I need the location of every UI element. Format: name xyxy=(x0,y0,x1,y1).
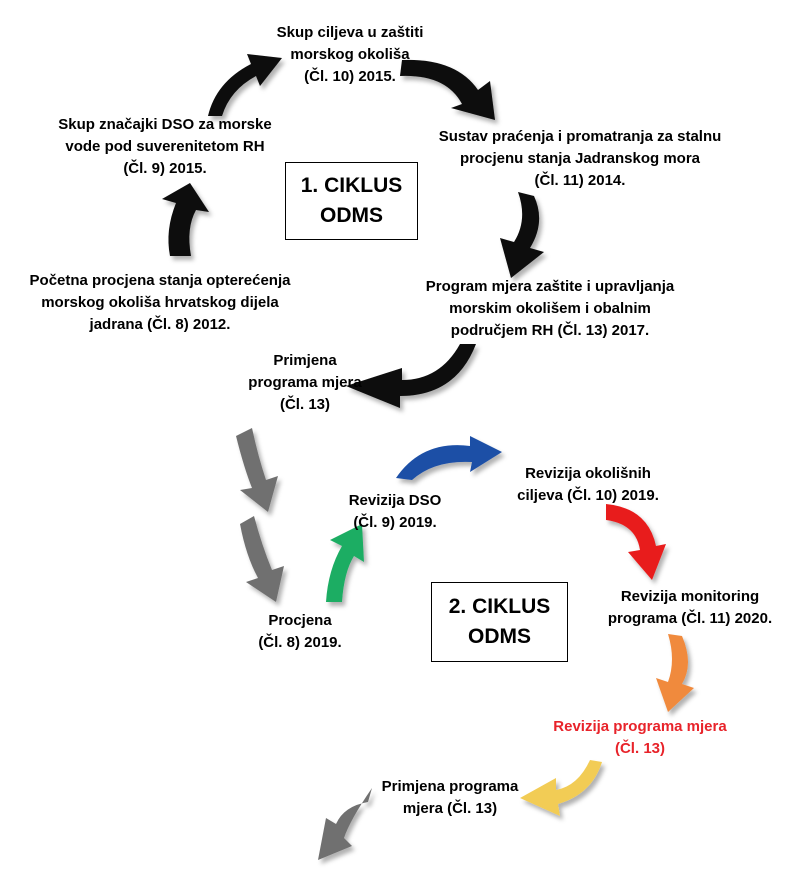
node-measures-2017: Program mjera zaštite i upravljanja mors… xyxy=(395,276,705,342)
cycle-1-subtitle: ODMS xyxy=(320,204,383,227)
node-line: područjem RH (Čl. 13) 2017. xyxy=(450,322,650,339)
node-gdes-2015: Skup značajki DSO za morske vode pod suv… xyxy=(40,114,290,180)
node-line: (Čl. 8) 2019. xyxy=(258,634,342,651)
cycle-1-title: 1. CIKLUS xyxy=(300,174,403,197)
arrow-targets-to-monitoring xyxy=(400,59,495,120)
cycle-2-title: 2. CIKLUS xyxy=(448,595,551,618)
node-line: (Čl. 13) xyxy=(279,396,330,413)
arrow-measures-to-apply xyxy=(346,344,476,408)
node-line: Revizija programa mjera xyxy=(553,718,727,735)
arrow-apply2-continue xyxy=(318,788,372,860)
node-line: Procjena xyxy=(268,612,332,629)
node-targets-2015: Skup ciljeva u zaštiti morskog okoliša (… xyxy=(250,22,450,88)
node-line: Sustav praćenja i promatranja za stalnu xyxy=(438,128,722,145)
arrow-monitoring-to-measures xyxy=(500,192,544,278)
node-line: (Čl. 10) 2015. xyxy=(304,68,396,85)
node-line: (Čl. 13) xyxy=(614,740,665,757)
node-measures-revision: Revizija programa mjera (Čl. 13) xyxy=(525,716,755,760)
node-line: morskog okoliša xyxy=(290,46,410,63)
cycle-1-box: 1. CIKLUS ODMS xyxy=(285,162,418,240)
node-line: jadrana (Čl. 8) 2012. xyxy=(89,316,231,333)
node-line: procjenu stanja Jadranskog mora xyxy=(459,150,701,167)
arrow-measures-rev-to-apply2 xyxy=(520,760,602,816)
arrow-initial-to-gdes xyxy=(162,183,209,256)
node-initial-assessment-2012: Početna procjena stanja opterećenja mors… xyxy=(10,270,310,336)
node-targets-revision-2019: Revizija okolišnih ciljeva (Čl. 10) 2019… xyxy=(488,463,688,507)
arrow-gdes-to-targets xyxy=(208,54,282,116)
arrow-assess-to-assess xyxy=(240,516,284,602)
node-line: Revizija monitoring xyxy=(620,588,760,605)
node-monitoring-revision-2020: Revizija monitoring programa (Čl. 11) 20… xyxy=(585,586,795,630)
node-line: (Čl. 9) 2015. xyxy=(123,160,207,177)
node-line: programa (Čl. 11) 2020. xyxy=(607,610,773,627)
cycle-2-box: 2. CIKLUS ODMS xyxy=(431,582,568,662)
node-line: Revizija okolišnih xyxy=(525,465,651,482)
node-line: morskog okoliša hrvatskog dijela xyxy=(41,294,279,311)
arrow-targets-rev-to-monitoring-rev xyxy=(606,504,666,580)
cycle-2-subtitle: ODMS xyxy=(468,625,531,648)
node-line: Skup značajki DSO za morske xyxy=(58,116,272,133)
arrow-monitoring-rev-to-measures-rev xyxy=(656,634,694,712)
node-line: programa mjera xyxy=(248,374,362,391)
node-line: (Čl. 9) 2019. xyxy=(353,514,437,531)
node-gdes-revision-2019: Revizija DSO (Čl. 9) 2019. xyxy=(325,490,465,534)
node-apply-measures-2: Primjena programa mjera (Čl. 13) xyxy=(360,776,540,820)
node-line: Revizija DSO xyxy=(348,492,442,509)
node-line: (Čl. 11) 2014. xyxy=(534,172,626,189)
node-line: Primjena programa xyxy=(381,778,519,795)
node-assessment-2019: Procjena (Čl. 8) 2019. xyxy=(230,610,370,654)
node-line: Program mjera zaštite i upravljanja xyxy=(425,278,675,295)
node-line: mjera (Čl. 13) xyxy=(402,800,498,817)
node-line: Skup ciljeva u zaštiti xyxy=(276,24,424,41)
node-line: vode pod suverenitetom RH xyxy=(65,138,265,155)
arrow-assess-to-gdes-rev xyxy=(326,524,364,602)
node-apply-measures-1: Primjena programa mjera (Čl. 13) xyxy=(230,350,380,416)
arrow-apply-to-assess xyxy=(236,428,278,512)
node-line: morskim okolišem i obalnim xyxy=(449,300,651,317)
node-line: Primjena xyxy=(273,352,337,369)
node-line: ciljeva (Čl. 10) 2019. xyxy=(517,487,659,504)
arrow-gdes-rev-to-targets-rev xyxy=(396,436,502,480)
node-monitoring-2014: Sustav praćenja i promatranja za stalnu … xyxy=(405,126,755,192)
node-line: Početna procjena stanja opterećenja xyxy=(29,272,291,289)
